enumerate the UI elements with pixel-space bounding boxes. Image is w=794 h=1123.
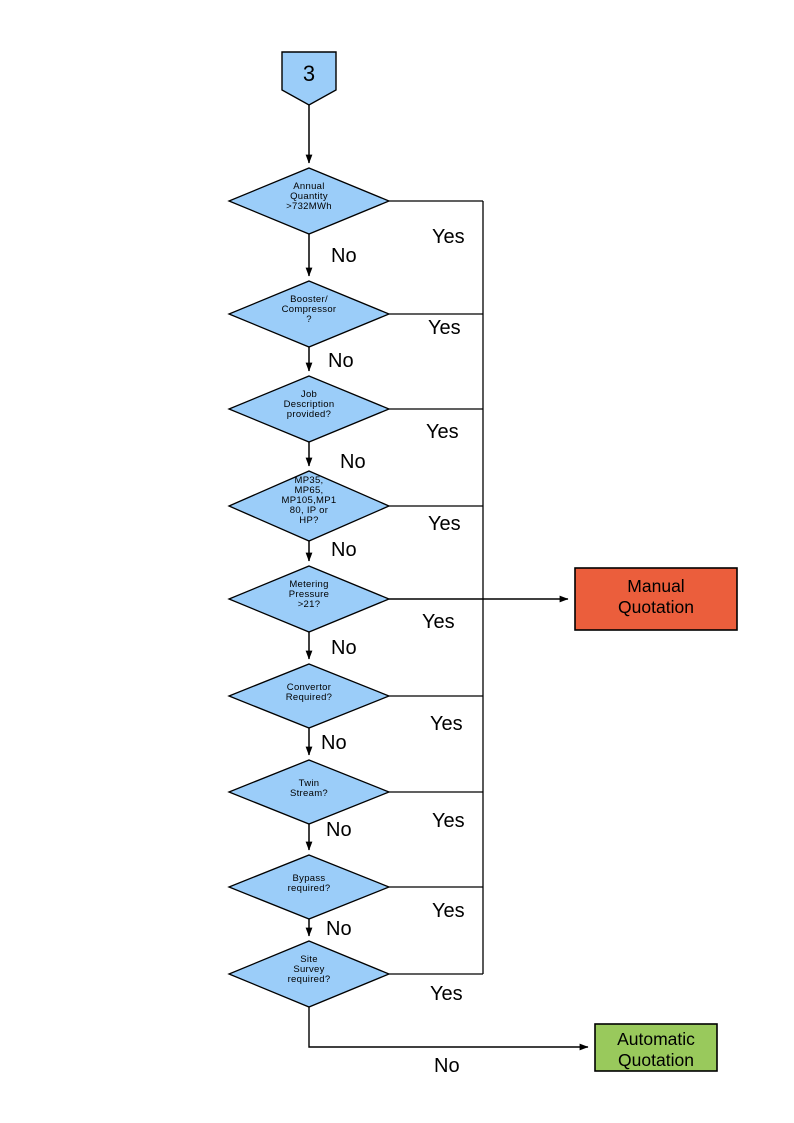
branch-label-no-annual-quantity: No [331, 245, 357, 267]
branch-label-no-convertor: No [321, 732, 347, 754]
branch-label-no-site-survey-final: No [434, 1055, 460, 1077]
branch-label-yes-bypass: Yes [432, 900, 465, 922]
terminal-manual-quotation-label: Manual Quotation [618, 576, 694, 618]
branch-label-yes-meter-type: Yes [428, 513, 461, 535]
start-connector-shape [281, 51, 337, 106]
decision-booster-compressor-label: Booster/ Compressor ? [281, 294, 337, 326]
branch-label-yes-booster-compressor: Yes [428, 317, 461, 339]
branch-label-yes-convertor: Yes [430, 713, 463, 735]
branch-label-yes-metering-pressure: Yes [422, 611, 455, 633]
decision-twin-stream-label: Twin Stream? [289, 778, 328, 800]
branch-label-no-bypass: No [326, 918, 352, 940]
branch-label-no-twin-stream: No [326, 819, 352, 841]
decision-meter-type-label: MP35, MP65, MP105,MP1 80, IP or HP? [281, 475, 337, 527]
branch-label-yes-twin-stream: Yes [432, 810, 465, 832]
branch-label-yes-annual-quantity: Yes [432, 226, 465, 248]
terminal-manual-quotation-shape[interactable] [574, 567, 738, 631]
decision-annual-quantity-label: Annual Quantity >732MWh [286, 181, 332, 213]
decision-job-description-label: Job Description provided? [283, 389, 335, 421]
terminal-automatic-quotation-shape[interactable] [594, 1023, 718, 1072]
edge-no-site-survey-to-automatic [308, 1007, 589, 1051]
branch-label-yes-site-survey: Yes [430, 983, 463, 1005]
decision-site-survey-label: Site Survey required? [287, 954, 331, 986]
branch-label-no-job-description: No [340, 451, 366, 473]
branch-label-yes-job-description: Yes [426, 421, 459, 443]
branch-label-no-booster-compressor: No [328, 350, 354, 372]
decision-bypass-label: Bypass required? [287, 873, 331, 895]
branch-label-no-metering-pressure: No [331, 637, 357, 659]
decision-convertor-label: Convertor Required? [285, 682, 333, 704]
terminal-automatic-quotation-label: Automatic Quotation [617, 1029, 695, 1071]
start-connector-label: 3 [302, 61, 316, 86]
decision-metering-pressure-label: Metering Pressure >21? [288, 579, 330, 611]
branch-label-no-meter-type: No [331, 539, 357, 561]
